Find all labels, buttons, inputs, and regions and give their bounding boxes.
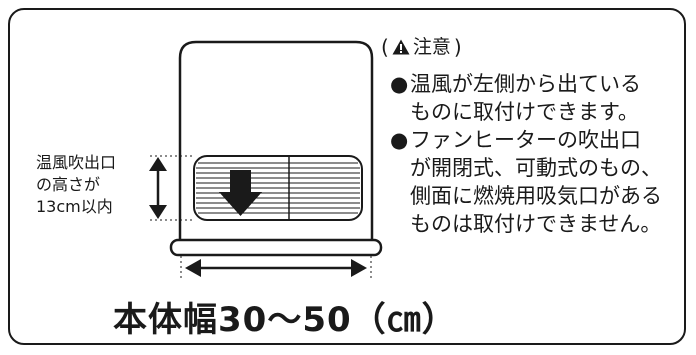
warning-triangle-icon — [392, 39, 410, 55]
caution-heading: ( 注意 ) — [381, 35, 462, 59]
height-guides — [150, 155, 194, 221]
caution-line: ものに取付けできます。 — [410, 100, 639, 124]
width-guides — [180, 256, 372, 278]
caution-line: 側面に燃焼用吸気口がある — [410, 184, 662, 208]
height-note-line: 温風吹出口 — [36, 153, 117, 172]
caution-title: 注意 — [412, 36, 451, 58]
bullet-icon: ● — [390, 72, 409, 96]
outlet-height-note: 温風吹出口 の高さが 13cm以内 — [36, 152, 116, 218]
caution-line: 温風が左側から出ている — [410, 72, 641, 96]
caution-list: ●温風が左側から出ている ものに取付けできます。 ●ファンヒーターの吹出口 が開… — [390, 70, 662, 238]
caution-line: ものは取付けできません。 — [410, 212, 662, 236]
horizontal-double-arrow-icon — [185, 259, 367, 277]
caution-item: ●温風が左側から出ている ものに取付けできます。 — [390, 70, 662, 126]
height-note-line: 13cm以内 — [36, 197, 113, 216]
diagram-frame — [8, 8, 686, 345]
height-note-line: の高さが — [36, 175, 101, 194]
down-arrow-icon — [219, 170, 262, 216]
body-width-label: 本体幅30～50（㎝） — [113, 300, 457, 340]
bullet-icon: ● — [390, 128, 409, 152]
vertical-double-arrow-icon — [149, 157, 167, 219]
warm-air-outlet — [193, 155, 363, 221]
caution-line: ファンヒーターの吹出口 — [410, 128, 641, 152]
heater-base — [169, 238, 383, 257]
caution-item: ●ファンヒーターの吹出口 が開閉式、可動式のもの、 側面に燃焼用吸気口がある も… — [390, 126, 662, 238]
caution-line: が開閉式、可動式のもの、 — [410, 156, 662, 180]
